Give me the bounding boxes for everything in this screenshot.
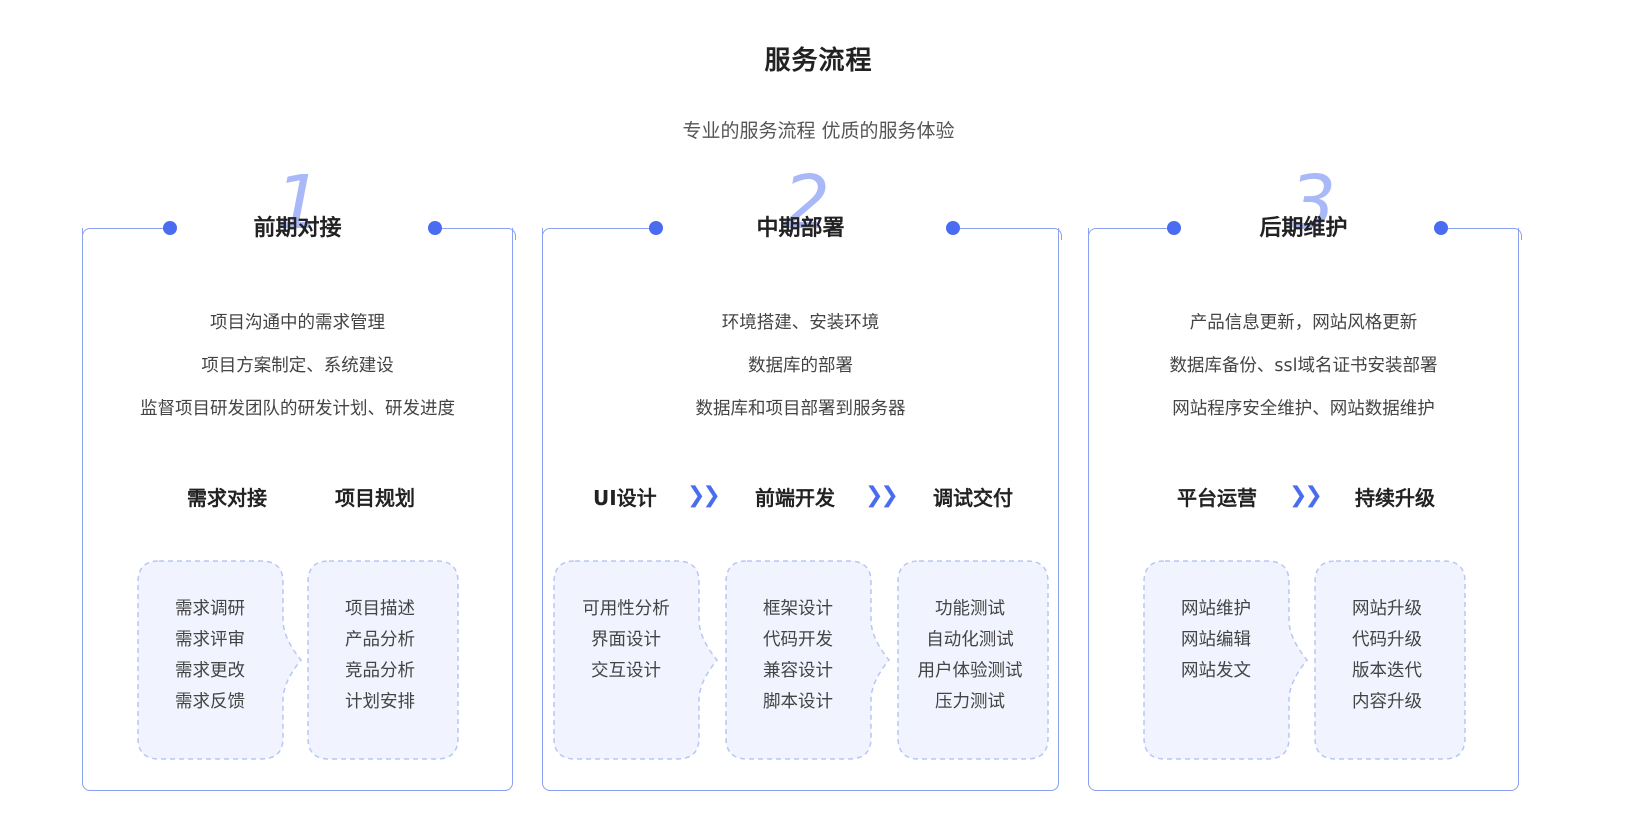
page-subtitle: 专业的服务流程 优质的服务体验 [682,120,955,142]
task-item: 功能测试 [935,599,1005,619]
task-group: 需求调研需求评审需求更改需求反馈 [137,560,302,760]
description-line: 数据库备份、ssl域名证书安装部署 [1169,356,1438,376]
task-item: 版本迭代 [1352,661,1422,681]
dot-marker [946,221,960,235]
task-item: 计划安排 [345,692,415,712]
task-item: 项目描述 [345,599,415,619]
task-item: 代码升级 [1352,630,1422,650]
task-item: 框架设计 [763,599,833,619]
dot-marker [163,221,177,235]
task-item: 需求更改 [175,661,245,681]
stage-label: 需求对接 [187,486,267,510]
task-item: 网站发文 [1181,661,1251,681]
stage-label: 持续升级 [1355,486,1435,510]
task-item: 兼容设计 [763,661,833,681]
card-top-line [1441,228,1522,240]
task-item: 自动化测试 [926,630,1014,650]
task-item: 压力测试 [935,692,1005,712]
task-group: 网站升级代码升级版本迭代内容升级 [1314,560,1466,760]
task-item: 网站升级 [1352,599,1422,619]
dot-marker [428,221,442,235]
description-line: 监督项目研发团队的研发计划、研发进度 [140,399,455,419]
stage-label: 调试交付 [933,486,1013,510]
stage-row: UI设计 前端开发 调试交付 ❯❯ ❯❯ [543,482,1058,512]
task-item: 界面设计 [591,630,661,650]
card-title: 后期维护 [1259,216,1348,241]
description-line: 数据库和项目部署到服务器 [695,399,906,419]
double-chevron-right-icon: ❯❯ [865,483,899,508]
task-item: 需求调研 [175,599,245,619]
stage-label: 前端开发 [755,486,835,510]
stage-label: UI设计 [593,486,657,510]
card-title: 中期部署 [756,216,845,241]
task-group: 框架设计代码开发兼容设计脚本设计 [725,560,890,760]
step-number: 3 [1289,160,1337,246]
card-top-line [1087,228,1173,240]
card-description: 项目沟通中的需求管理项目方案制定、系统建设监督项目研发团队的研发计划、研发进度 [83,302,512,431]
description-line: 数据库的部署 [748,356,853,376]
description-line: 产品信息更新，网站风格更新 [1189,313,1418,333]
page-title: 服务流程 [764,46,873,76]
card-description: 产品信息更新，网站风格更新数据库备份、ssl域名证书安装部署网站程序安全维护、网… [1089,302,1518,431]
task-item: 网站维护 [1181,599,1251,619]
task-group: 网站维护网站编辑网站发文 [1143,560,1308,760]
description-line: 网站程序安全维护、网站数据维护 [1172,399,1435,419]
dot-marker [1434,221,1448,235]
stage-row: 平台运营 持续升级 ❯❯ [1089,482,1518,512]
card-top-line [541,228,655,240]
task-item: 需求评审 [175,630,245,650]
double-chevron-right-icon: ❯❯ [1289,483,1323,508]
task-group: 功能测试自动化测试用户体验测试压力测试 [897,560,1049,760]
task-item: 内容升级 [1352,692,1422,712]
stage-label: 平台运营 [1177,486,1257,510]
dot-marker [1167,221,1181,235]
task-item: 脚本设计 [763,692,833,712]
card-top-line [435,228,516,240]
description-line: 项目方案制定、系统建设 [201,356,394,376]
double-chevron-right-icon: ❯❯ [687,483,721,508]
step-number: 2 [783,160,831,246]
task-item: 需求反馈 [175,692,245,712]
step-number: 1 [275,160,323,246]
task-item: 用户体验测试 [917,661,1023,681]
stage-row: 需求对接 项目规划 [83,482,512,512]
task-item: 竞品分析 [345,661,415,681]
dot-marker [649,221,663,235]
description-line: 项目沟通中的需求管理 [210,313,385,333]
task-item: 交互设计 [591,661,661,681]
task-group: 项目描述产品分析竞品分析计划安排 [307,560,459,760]
description-line: 环境搭建、安装环境 [721,313,880,333]
stage-label: 项目规划 [335,486,415,510]
task-group: 可用性分析界面设计交互设计 [553,560,718,760]
card-description: 环境搭建、安装环境数据库的部署数据库和项目部署到服务器 [543,302,1058,431]
task-item: 可用性分析 [582,599,670,619]
task-item: 代码开发 [763,630,833,650]
task-item: 网站编辑 [1181,630,1251,650]
card-top-line [953,228,1062,240]
card-top-line [81,228,169,240]
task-item: 产品分析 [345,630,415,650]
card-title: 前期对接 [253,216,342,241]
